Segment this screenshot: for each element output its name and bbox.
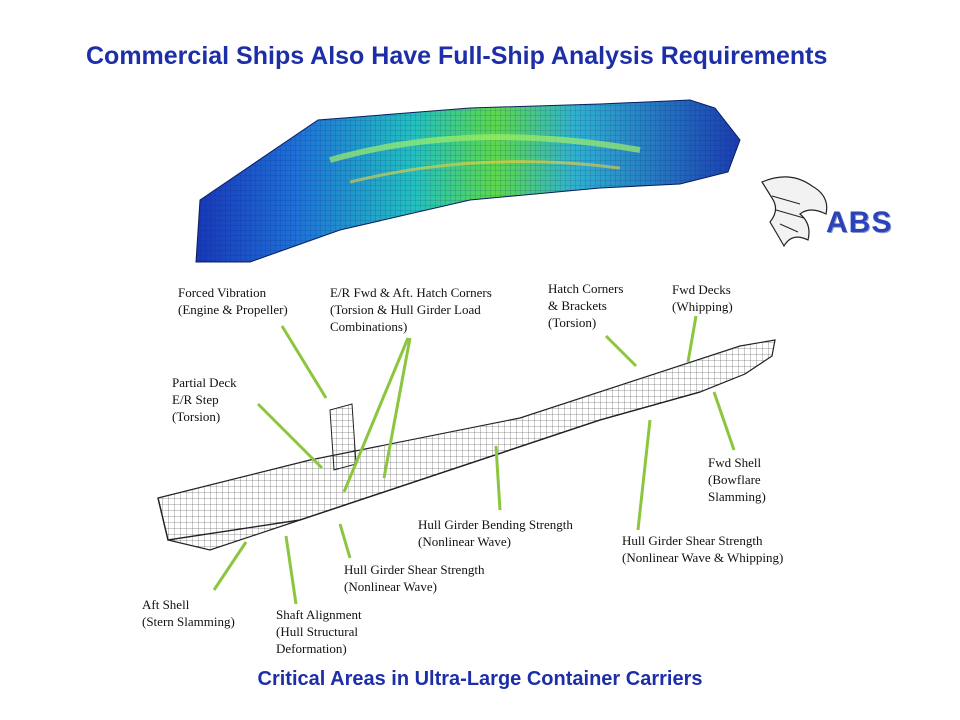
- slide-caption: Critical Areas in Ultra-Large Container …: [257, 668, 703, 690]
- label-hull-girder-bending: Hull Girder Bending Strength (Nonlinear …: [418, 517, 573, 549]
- eagle-icon: [761, 176, 828, 248]
- label-forced-vibration: Forced Vibration (Engine & Propeller): [178, 285, 288, 317]
- label-fwd-decks: Fwd Decks (Whipping): [672, 282, 733, 314]
- wireframe-ship: [157, 339, 776, 551]
- label-partial-deck: Partial Deck E/R Step (Torsion): [172, 375, 237, 424]
- abs-logo-text: ABS: [826, 206, 893, 239]
- slide-title: Commercial Ships Also Have Full-Ship Ana…: [86, 42, 828, 70]
- fea-stress-plot: [195, 99, 741, 263]
- label-hull-girder-shear-fwd: Hull Girder Shear Strength (Nonlinear Wa…: [622, 533, 784, 565]
- callout-arrows: [212, 315, 736, 605]
- label-shaft-alignment: Shaft Alignment (Hull Structural Deforma…: [276, 607, 362, 656]
- label-aft-shell: Aft Shell (Stern Slamming): [142, 597, 235, 629]
- label-fwd-shell: Fwd Shell (Bowflare Slamming): [708, 455, 766, 504]
- label-hull-girder-shear-mid: Hull Girder Shear Strength (Nonlinear Wa…: [344, 562, 485, 594]
- label-hatch-corners-brackets: Hatch Corners & Brackets (Torsion): [548, 281, 624, 330]
- label-er-hatch-corners: E/R Fwd & Aft. Hatch Corners (Torsion & …: [330, 285, 492, 334]
